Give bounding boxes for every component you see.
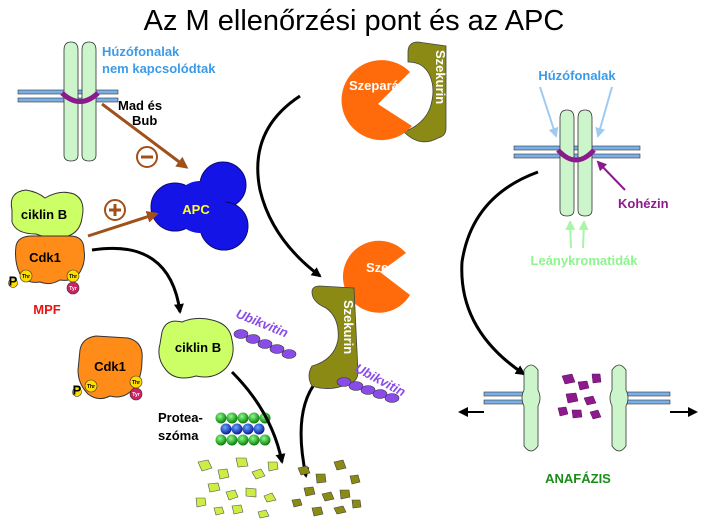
svg-text:Thr: Thr — [132, 380, 140, 386]
spindle-arrow-left — [539, 86, 559, 138]
securin-label-2: Szekurin — [341, 300, 356, 354]
sister-arrow-left — [565, 220, 576, 249]
securin-fragments — [291, 459, 362, 517]
spindle-arrow-right — [595, 86, 613, 138]
mpf-cdk1-label: Cdk1 — [29, 250, 61, 265]
free-securin — [308, 285, 359, 389]
free-separase — [342, 240, 410, 313]
free-cyclin-label: ciklin B — [175, 340, 221, 355]
mad-bub-inhibit-arrow — [101, 102, 189, 169]
unattached-spindle-label-2: nem kapcsolódtak — [102, 61, 216, 76]
cyclin-degradation-arrow — [230, 370, 286, 464]
mad-bub-label-2: Bub — [132, 113, 157, 128]
svg-text:Tyr: Tyr — [132, 392, 139, 398]
to-anaphase-arrow — [460, 170, 539, 376]
sister-chromatids-label: Leánykromatidák — [531, 253, 639, 268]
cohesin-label: Kohézin — [618, 196, 669, 211]
thr-site-icon — [84, 379, 98, 393]
svg-text:Thr: Thr — [22, 274, 30, 280]
phosphate-icon — [8, 278, 18, 288]
separase-label-1: Szeparáz — [349, 78, 406, 93]
mpf-to-cyclin-arrow — [91, 246, 184, 314]
apc-to-separase-arrow — [256, 94, 322, 278]
attached-chromosome — [513, 109, 641, 217]
phosphate-icon — [72, 387, 82, 397]
mpf-complex — [10, 189, 85, 285]
thr-site-icon — [19, 269, 33, 283]
svg-text:Thr: Thr — [69, 274, 77, 280]
cyclin-fragments — [195, 457, 279, 519]
unattached-spindle-label-1: Húzófonalak — [102, 44, 180, 59]
apc-complex — [150, 161, 249, 251]
page-title: Az M ellenőrzési pont és az APC — [144, 5, 565, 37]
tyr-site-icon — [66, 281, 80, 295]
svg-text:Thr: Thr — [87, 384, 95, 390]
separase-securin-complex — [341, 41, 447, 143]
unattached-chromosome — [17, 41, 119, 162]
cleaved-cohesin — [557, 373, 602, 420]
tyr-site-icon — [129, 387, 143, 401]
svg-text:P: P — [9, 274, 18, 289]
separase-label-2: Szeparáz — [366, 260, 423, 275]
spindle-fibers-label: Húzófonalak — [538, 68, 616, 83]
ubiquitin-chain-1 — [233, 329, 297, 359]
cohesin-arrow — [596, 160, 626, 191]
proteasome-icon — [215, 412, 271, 446]
anaphase-label: ANAFÁZIS — [545, 471, 611, 486]
svg-text:P: P — [73, 383, 82, 398]
sister-arrow-right — [578, 220, 589, 249]
ubiquitin-chain-2 — [336, 377, 400, 403]
svg-text:Tyr: Tyr — [69, 286, 76, 292]
securin-label-1: Szekurin — [433, 50, 448, 104]
mpf-activate-arrow — [87, 211, 159, 238]
mpf-cyclin-label: ciklin B — [21, 207, 67, 222]
free-cdk1-label: Cdk1 — [94, 359, 126, 374]
anaphase-chromatids — [483, 364, 671, 452]
mpf-label: MPF — [33, 302, 61, 317]
apc-label: APC — [182, 202, 210, 217]
proteasome-label-2: szóma — [158, 428, 199, 443]
ubiquitinated-cyclin-b — [158, 317, 234, 379]
proteasome-label-1: Protea- — [158, 410, 203, 425]
mad-bub-label-1: Mad és — [118, 98, 162, 113]
